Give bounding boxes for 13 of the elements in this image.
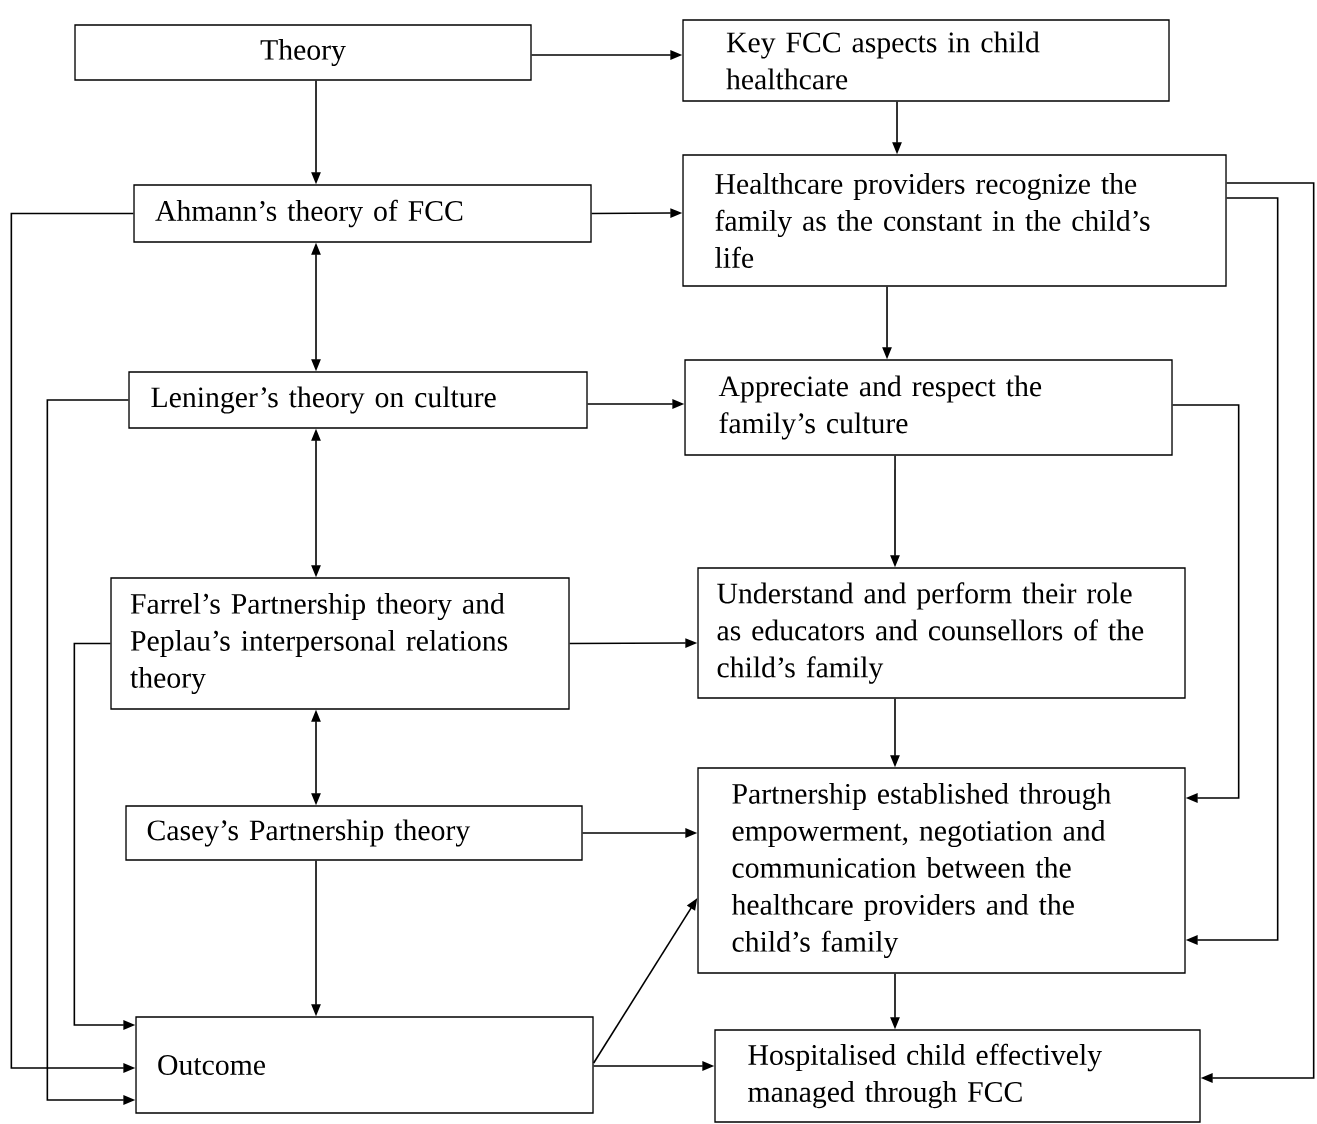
process-box: Partnership established through empowerment, negotiation and communication between the healthcare providers and the child’s family [697, 767, 1186, 974]
process-box: Healthcare providers recognize the family as the constant in the child’s life [682, 154, 1227, 287]
process-box: Hospitalised child effectively managed through FCC [714, 1029, 1201, 1123]
arrow [1171, 404, 1240, 803]
process-box: Theory [74, 24, 532, 81]
process-box: Understand and perform their role as educators and counsellors of the child’s family [697, 567, 1186, 699]
process-box: Farrel’s Partnership theory and Peplau’s interpersonal relations theory [110, 577, 570, 710]
process-box: Appreciate and respect the family’s culture [684, 359, 1173, 456]
process-box: Leninger’s theory on culture [128, 371, 588, 429]
process-box: Key FCC aspects in child healthcare [682, 19, 1170, 102]
process-box: Casey’s Partnership theory [125, 805, 583, 861]
process-box: Outcome [135, 1016, 594, 1114]
process-box: Ahmann’s theory of FCC [133, 184, 592, 243]
